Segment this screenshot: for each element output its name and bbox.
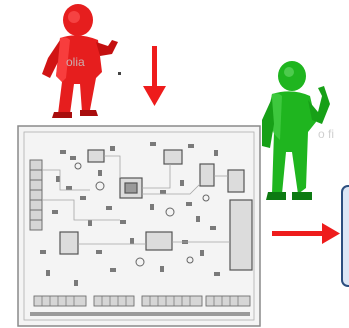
watermark-left-text: olia bbox=[66, 55, 85, 69]
down-arrow-icon bbox=[143, 46, 166, 106]
output-box bbox=[342, 186, 349, 286]
right-arrow-icon bbox=[272, 223, 340, 244]
watermark-right-text: o fi bbox=[318, 127, 334, 141]
dot-marker bbox=[118, 72, 121, 75]
circuit-board-icon bbox=[18, 126, 260, 326]
